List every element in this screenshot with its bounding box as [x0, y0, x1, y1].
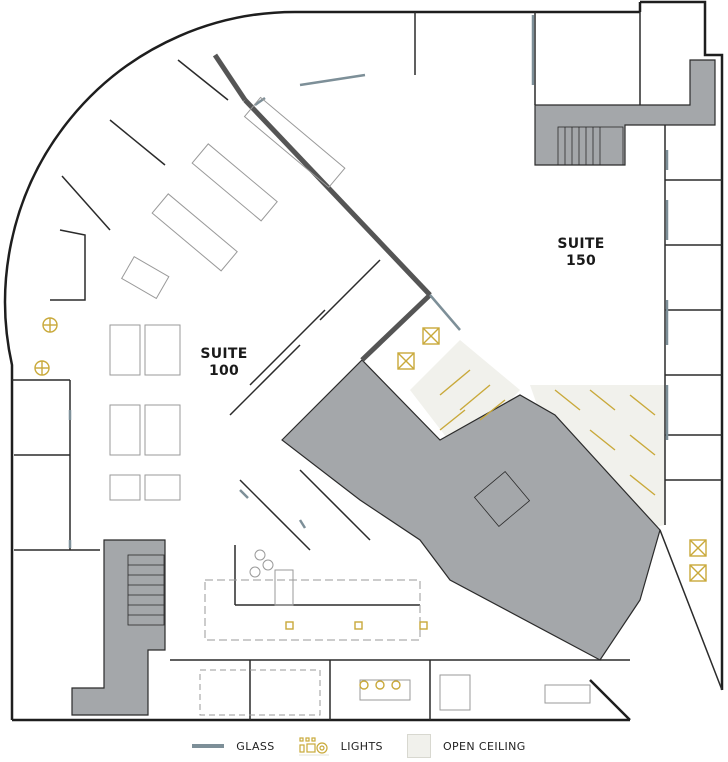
legend-item-glass: GLASS — [192, 740, 274, 753]
stairs — [127, 126, 624, 626]
suite-150-title: SUITE — [557, 236, 605, 252]
legend-label-open-ceiling: OPEN CEILING — [442, 739, 526, 753]
suite-150-number: 150 — [565, 253, 597, 269]
legend-item-open-ceiling: OPEN CEILING — [406, 734, 526, 758]
suite-100-number: 100 — [208, 363, 240, 379]
demising-walls — [212, 53, 432, 362]
lights-fixture-icon — [298, 737, 329, 756]
exterior-walls — [3, 0, 724, 722]
glass-walls — [68, 15, 669, 548]
floor-plan — [3, 0, 724, 722]
legend-item-lights: LIGHTS — [298, 736, 383, 756]
interior-walls — [12, 12, 723, 720]
legend-label-lights: LIGHTS — [340, 739, 383, 753]
suite-150-label: SUITE 150 — [553, 236, 609, 270]
open-ceiling-swatch-icon — [406, 734, 431, 758]
suite-100-title: SUITE — [200, 346, 248, 362]
building-core — [71, 59, 716, 716]
open-ceiling-areas — [410, 340, 665, 530]
light-fixtures — [34, 317, 707, 690]
glass-line-icon — [192, 744, 225, 748]
furniture — [109, 96, 591, 716]
legend-label-glass: GLASS — [236, 739, 275, 753]
suite-100-label: SUITE 100 — [196, 346, 252, 380]
legend: GLASS LIGHTS OPEN CEILING — [0, 730, 728, 762]
